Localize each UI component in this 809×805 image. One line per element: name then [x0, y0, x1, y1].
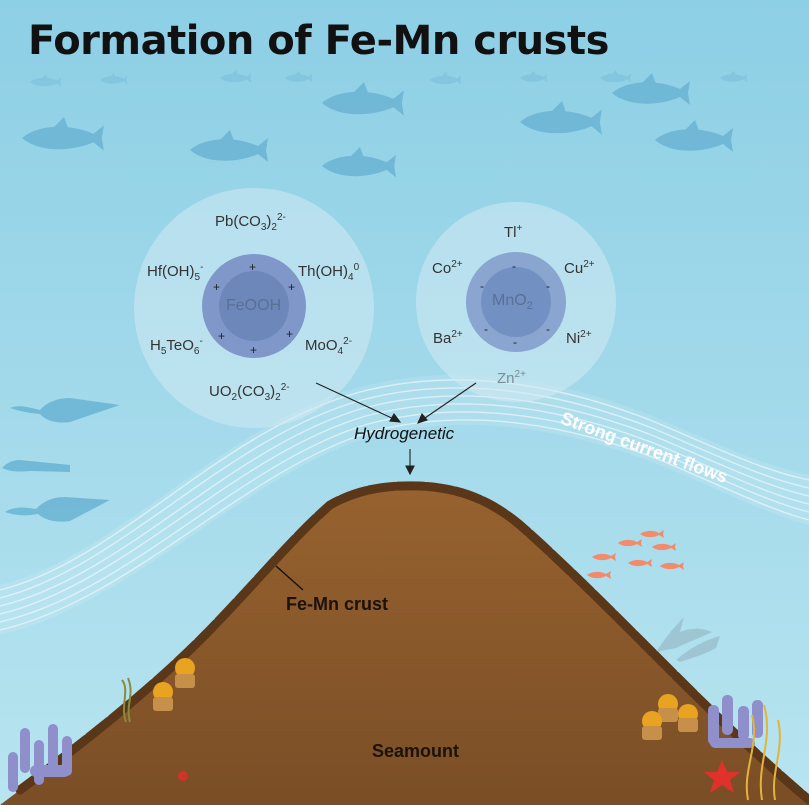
starfish [704, 760, 740, 793]
mno2-charges: - - - - - - [480, 259, 550, 349]
seamount-shape [0, 485, 809, 805]
shark-silhouettes [656, 617, 720, 662]
crust-layer [15, 481, 809, 805]
crab [178, 771, 188, 781]
svg-text:+: + [213, 280, 220, 294]
svg-text:-: - [513, 335, 517, 349]
svg-text:-: - [480, 279, 484, 293]
ion-moo4: MoO42- [305, 336, 352, 357]
mno2-core [481, 267, 551, 337]
ion-th: Th(OH)40 [298, 262, 360, 283]
feooh-charges: + + + + + + [213, 260, 295, 357]
crust-pointer [275, 565, 304, 591]
ion-co: Co2+ [432, 259, 463, 277]
svg-text:+: + [249, 260, 256, 274]
svg-text:-: - [546, 322, 550, 336]
squid-group [2, 398, 120, 522]
ion-uo2: UO2(CO3)22- [209, 382, 290, 403]
coral-right [708, 695, 763, 748]
coral-left [8, 724, 72, 792]
hydrogenetic-label: Hydrogenetic [354, 424, 455, 443]
ion-ba: Ba2+ [433, 329, 463, 347]
ion-zn: Zn2+ [497, 369, 526, 387]
svg-text:-: - [546, 279, 550, 293]
svg-text:+: + [218, 329, 225, 343]
fe-mn-crust-label: Fe-Mn crust [286, 594, 389, 614]
svg-text:-: - [512, 259, 516, 273]
svg-text:+: + [288, 280, 295, 294]
barnacles-right [642, 694, 698, 740]
barnacles-left [153, 658, 195, 711]
mno2-core-label: MnO2 [492, 292, 533, 313]
ion-h5teo6: H5TeO6- [150, 336, 203, 357]
page-title: Formation of Fe-Mn crusts [28, 18, 609, 64]
svg-text:-: - [484, 322, 488, 336]
svg-text:+: + [250, 343, 257, 357]
ion-tl: Tl+ [504, 223, 523, 241]
feooh-core [219, 271, 289, 341]
ion-pb: Pb(CO3)22- [215, 212, 286, 233]
current-band [0, 374, 809, 635]
svg-text:+: + [286, 327, 293, 341]
seaweed-right [745, 704, 781, 801]
current-flow [0, 379, 809, 631]
ion-hf: Hf(OH)5- [147, 262, 204, 283]
ion-cu: Cu2+ [564, 259, 595, 277]
feooh-core-label: FeOOH [226, 297, 282, 314]
ion-ni: Ni2+ [566, 329, 592, 347]
convergence-arrows [315, 382, 477, 476]
seamount-label: Seamount [372, 741, 460, 761]
seaweed-left [121, 677, 132, 723]
